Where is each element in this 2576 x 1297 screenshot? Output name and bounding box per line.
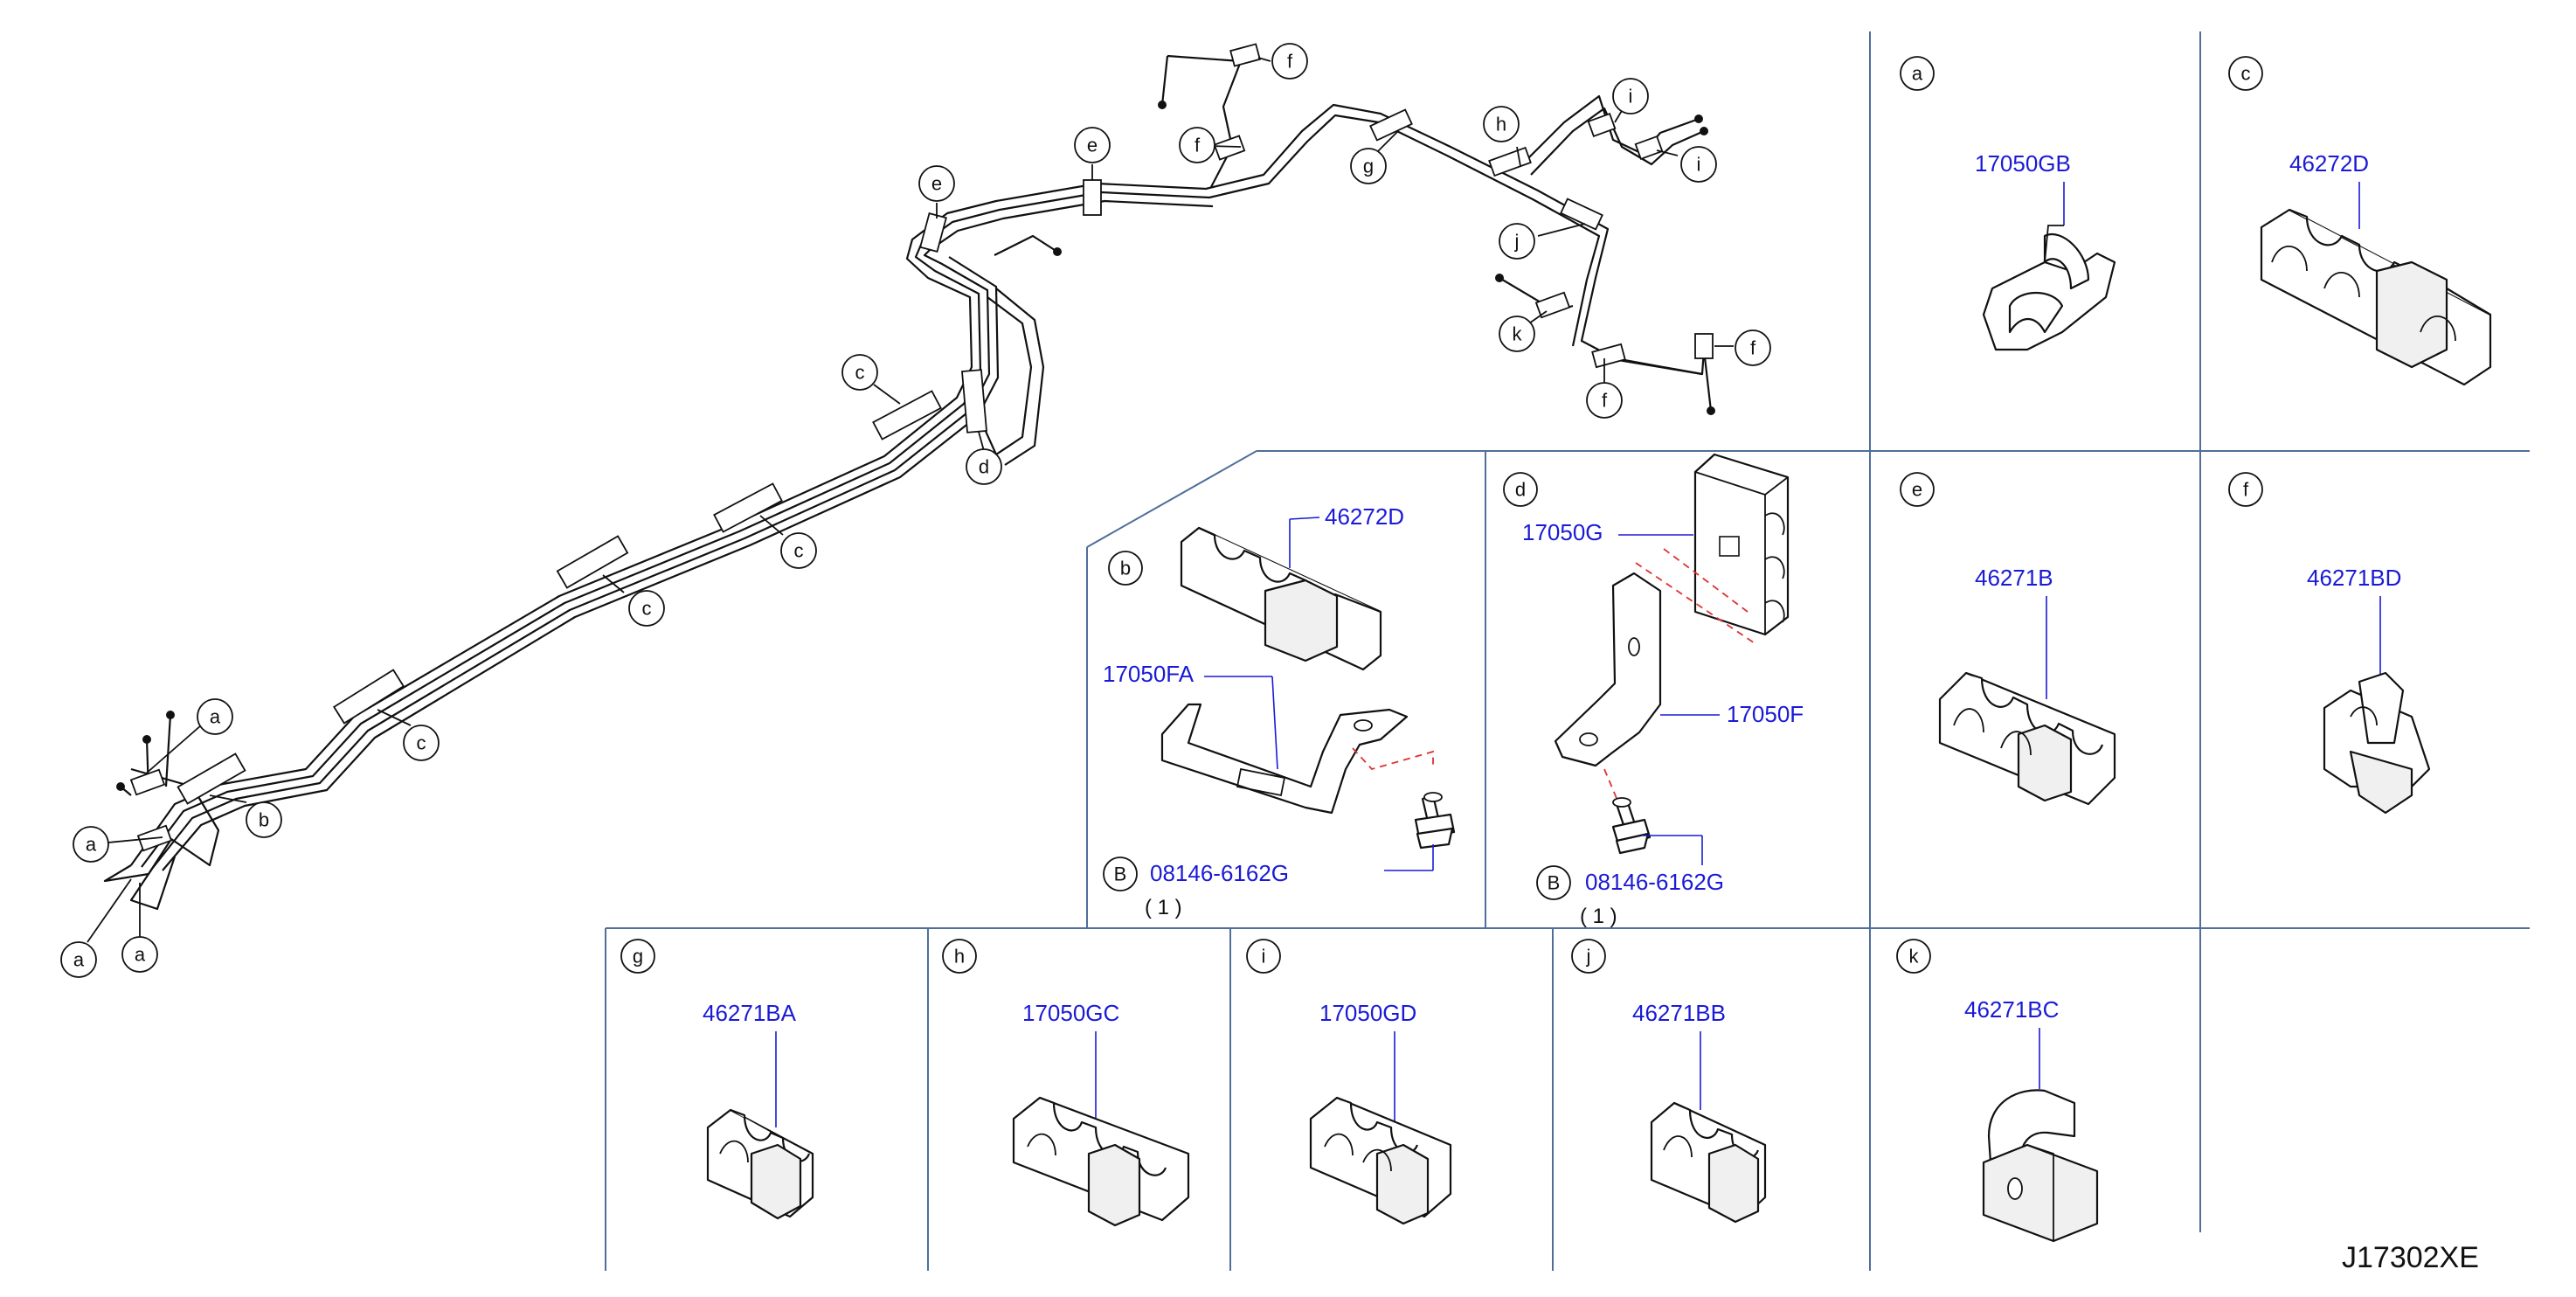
panel-b: b 46272D 17050FA B 08146-6162G ( 1 ) [1103, 503, 1456, 919]
bracket-17050F-drawing [1554, 572, 1662, 767]
callout-h: h [1496, 114, 1506, 135]
part-number-17050FA: 17050FA [1103, 661, 1195, 687]
callout-a-4: a [135, 944, 146, 966]
panel-letter-c: c [2241, 63, 2251, 85]
part-number-17050G: 17050G [1522, 519, 1603, 545]
clip-17050GB-drawing [1982, 225, 2116, 351]
callout-c-3: c [642, 598, 652, 620]
panel-frame-lines [605, 31, 2530, 1271]
callout-a-3: a [73, 949, 85, 971]
clip-46271BD-drawing [2323, 671, 2431, 815]
part-number-08146-6162G-d: 08146-6162G [1585, 869, 1724, 895]
callout-c-4: c [417, 732, 426, 754]
callout-f-4: f [1750, 337, 1756, 359]
part-number-46272D-b: 46272D [1325, 503, 1404, 530]
brake-tube-assembly [103, 43, 1715, 911]
part-number-46272D-c: 46272D [2289, 150, 2369, 177]
bolt-symbol-d: B [1548, 872, 1561, 894]
panel-h: h 17050GC [942, 939, 1190, 1227]
part-number-46271BB: 46271BB [1632, 1000, 1726, 1026]
panel-letter-e: e [1912, 479, 1922, 501]
panel-e: e 46271B [1900, 472, 2116, 806]
part-number-17050GB: 17050GB [1975, 150, 2071, 177]
part-number-46271BA: 46271BA [703, 1000, 797, 1026]
part-number-46271B: 46271B [1975, 565, 2053, 591]
panel-letter-k: k [1909, 946, 1920, 968]
callout-i-2: i [1697, 154, 1701, 176]
panel-letter-h: h [954, 946, 965, 968]
clip-46271B-drawing [1938, 671, 2116, 806]
panel-letter-b: b [1120, 558, 1131, 579]
panel-i: i 17050GD [1246, 939, 1452, 1225]
callout-c-2: c [794, 540, 804, 562]
callout-b: b [259, 809, 269, 831]
panel-letter-a: a [1912, 63, 1923, 85]
clip-46271BC-drawing [1982, 1089, 2099, 1243]
callout-c-1: c [855, 362, 865, 384]
part-number-46271BD: 46271BD [2307, 565, 2401, 591]
callout-i-1: i [1629, 86, 1633, 108]
callout-a-2: a [86, 834, 97, 856]
part-number-17050F: 17050F [1727, 701, 1804, 727]
panel-g: g 46271BA [620, 939, 814, 1220]
bolt-B-drawing-d [1611, 797, 1652, 855]
clip-17050G-drawing [1693, 453, 1790, 636]
callout-e-2: e [931, 173, 942, 195]
panel-letter-j: j [1586, 946, 1591, 968]
callout-d: d [979, 456, 989, 478]
panel-letter-f: f [2243, 479, 2249, 501]
clip-17050GD-drawing [1309, 1096, 1452, 1225]
callout-j: j [1514, 231, 1520, 253]
callout-e-1: e [1087, 135, 1098, 156]
quantity-d: ( 1 ) [1580, 905, 1617, 928]
callout-f-2: f [1195, 135, 1201, 156]
bracket-17050FA-drawing [1160, 703, 1409, 815]
clip-46272D-b-drawing [1180, 526, 1382, 671]
bolt-B-drawing [1414, 792, 1456, 850]
reference-code: J17302XE [2342, 1241, 2479, 1274]
clip-46271BB-drawing [1650, 1101, 1767, 1224]
part-number-17050GD: 17050GD [1319, 1000, 1416, 1026]
panel-f: f 46271BD [2228, 472, 2431, 815]
assembly-callouts: f f e e g h i i j k f f c d c c c a b [60, 43, 1771, 978]
clip-17050GC-drawing [1012, 1096, 1190, 1227]
clip-46271BA-drawing [706, 1108, 814, 1220]
part-number-46271BC: 46271BC [1964, 996, 2059, 1023]
callout-f-3: f [1602, 390, 1608, 412]
panel-a: a 17050GB [1900, 56, 2116, 351]
clip-46272D-c-drawing [2260, 208, 2492, 386]
panel-d: d 17050G 17050F B [1503, 453, 1804, 928]
quantity-b: ( 1 ) [1145, 896, 1182, 919]
callout-g: g [1363, 156, 1374, 177]
panel-j: j 46271BB [1571, 939, 1767, 1224]
panel-letter-i: i [1262, 946, 1266, 968]
callout-k: k [1513, 323, 1523, 345]
panel-letter-g: g [633, 946, 643, 968]
panel-k: k 46271BC [1896, 939, 2099, 1243]
callout-a-1: a [210, 706, 221, 728]
callout-f-1: f [1287, 51, 1293, 73]
part-number-08146-6162G-b: 08146-6162G [1150, 860, 1289, 886]
panel-c: c 46272D [2228, 56, 2492, 386]
panel-letter-d: d [1515, 479, 1526, 501]
bolt-symbol-b: B [1114, 864, 1127, 885]
part-number-17050GC: 17050GC [1022, 1000, 1119, 1026]
